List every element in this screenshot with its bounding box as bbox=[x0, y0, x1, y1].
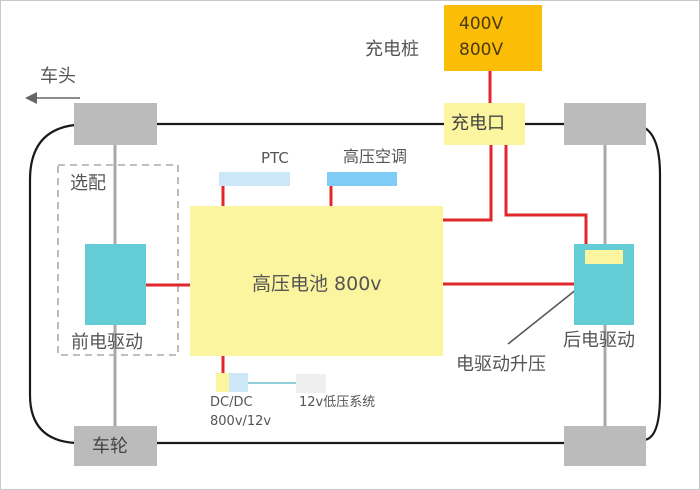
dcdc-label: DC/DC bbox=[210, 395, 253, 410]
direction-arrow-icon bbox=[25, 92, 37, 104]
drive-booster-box bbox=[585, 250, 623, 264]
wheel-front-right bbox=[564, 103, 646, 145]
charge-port-label: 充电口 bbox=[451, 113, 505, 134]
port-to-rear-drive-line bbox=[504, 145, 588, 244]
charger-voltage-400: 400V bbox=[459, 14, 504, 34]
wheel-rear-right bbox=[564, 426, 646, 466]
hv-battery-box bbox=[190, 206, 443, 356]
hv-ac-label: 高压空调 bbox=[343, 147, 408, 166]
charging-pile-label: 充电桩 bbox=[365, 39, 419, 60]
lv-system-box bbox=[296, 374, 326, 393]
charging-pile-box bbox=[444, 5, 542, 71]
dcdc-voltage-label: 800v/12v bbox=[210, 414, 272, 429]
dcdc-lv-side bbox=[229, 373, 248, 392]
charger-voltage-800: 800V bbox=[459, 40, 504, 60]
front-drive-label: 前电驱动 bbox=[71, 332, 143, 353]
optional-label: 选配 bbox=[70, 173, 106, 194]
dcdc-hv-side bbox=[216, 373, 229, 392]
hv-ac-box bbox=[327, 172, 397, 186]
drive-boost-label: 电驱动升压 bbox=[456, 354, 546, 375]
wheel-front-left bbox=[74, 103, 157, 145]
wheel-label: 车轮 bbox=[92, 436, 128, 457]
front-direction-label: 车头 bbox=[40, 66, 76, 87]
ptc-box bbox=[219, 172, 290, 186]
lv-system-label: 12v低压系统 bbox=[299, 395, 376, 410]
port-to-battery-line bbox=[443, 145, 493, 222]
ptc-label: PTC bbox=[261, 149, 289, 167]
wheel-rear-left bbox=[74, 426, 157, 466]
charge-port-box bbox=[444, 103, 525, 145]
hv-battery-label: 高压电池 800v bbox=[252, 273, 382, 295]
chassis-outline bbox=[28, 122, 662, 445]
optional-region bbox=[57, 164, 179, 356]
front-drive-box bbox=[85, 244, 146, 325]
rear-drive-label: 后电驱动 bbox=[563, 330, 635, 351]
